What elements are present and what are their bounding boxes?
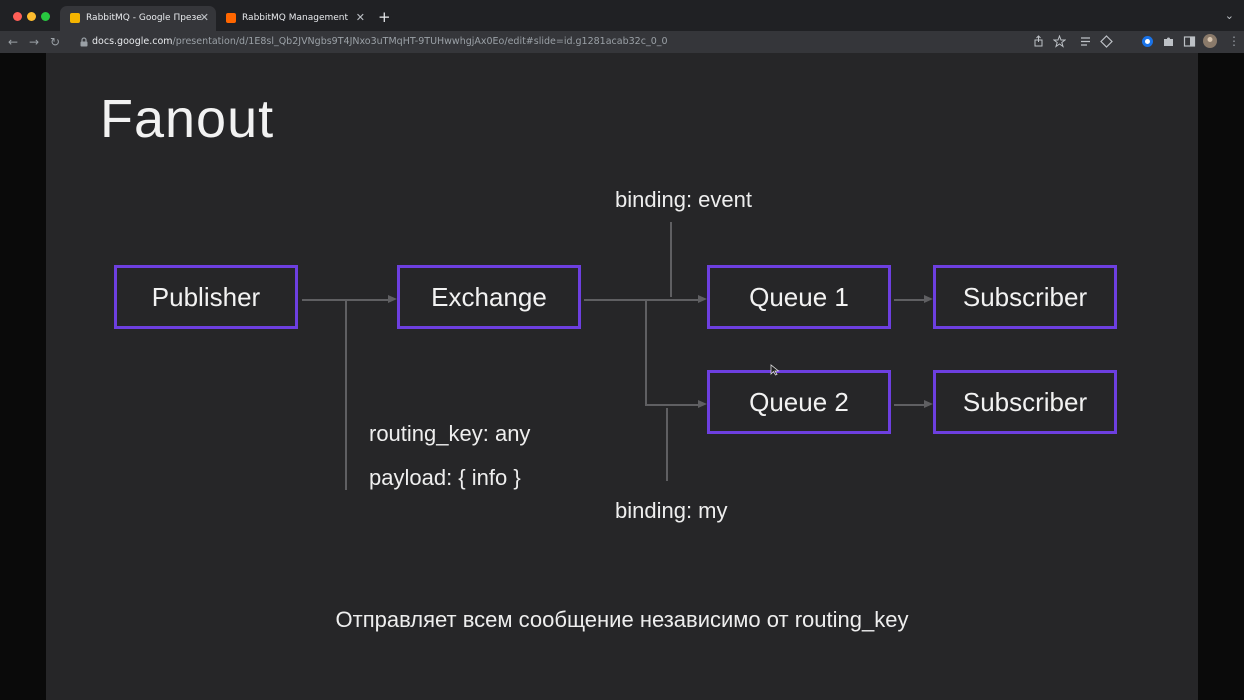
back-icon[interactable]: ← — [8, 35, 19, 49]
close-tab-icon[interactable]: ✕ — [199, 11, 209, 24]
arrow-head — [698, 400, 707, 408]
arrow-head — [924, 295, 933, 303]
minimize-window-button[interactable] — [27, 12, 36, 21]
mouse-cursor-icon — [770, 364, 780, 376]
publisher-box: Publisher — [114, 265, 298, 329]
profile-avatar[interactable] — [1203, 34, 1217, 48]
extension-blue-icon[interactable] — [1141, 35, 1154, 48]
tab-title: RabbitMQ Management — [242, 13, 349, 23]
maximize-window-button[interactable] — [41, 12, 50, 21]
google-slides-icon — [70, 13, 80, 23]
subscriber-2-box: Subscriber — [933, 370, 1117, 434]
connector-split-vertical — [645, 299, 647, 405]
side-panel-icon[interactable] — [1183, 35, 1196, 48]
url-text: docs.google.com/presentation/d/1E8sl_Qb2… — [92, 35, 668, 49]
queue-2-box: Queue 2 — [707, 370, 891, 434]
binding-event-leader — [670, 222, 672, 297]
tab-strip: RabbitMQ - Google Презентации ✕ RabbitMQ… — [0, 0, 1244, 31]
extension-icon[interactable] — [1100, 35, 1113, 48]
rabbitmq-icon — [226, 13, 236, 23]
puzzle-icon[interactable] — [1162, 35, 1175, 48]
lock-icon — [80, 37, 88, 47]
connector-split-queue2 — [645, 404, 698, 406]
connector-queue2-subscriber — [894, 404, 924, 406]
binding-my-leader — [666, 408, 668, 481]
subscriber-1-box: Subscriber — [933, 265, 1117, 329]
connector-exchange-split — [584, 299, 646, 301]
binding-event-label: binding: event — [615, 187, 752, 212]
browser-toolbar: ← → ↻ docs.google.com/presentation/d/1E8… — [0, 31, 1244, 53]
close-tab-icon[interactable]: ✕ — [355, 11, 365, 24]
reload-icon[interactable]: ↻ — [50, 35, 61, 49]
connector-routing-leader — [345, 299, 347, 490]
url-path: /presentation/d/1E8sl_Qb2JVNgbs9T4JNxo3u… — [172, 36, 668, 47]
menu-kebab-icon[interactable]: ⋮ — [1228, 34, 1240, 48]
share-icon[interactable] — [1032, 35, 1045, 48]
connector-split-queue1 — [646, 299, 698, 301]
arrow-head — [388, 295, 397, 303]
connector-queue1-subscriber — [894, 299, 924, 301]
arrow-head — [698, 295, 707, 303]
slide-title: Fanout — [100, 89, 275, 149]
tab-title: RabbitMQ - Google Презентации — [86, 13, 202, 23]
slide-caption: Отправляет всем сообщение независимо от … — [335, 607, 909, 632]
forward-icon[interactable]: → — [29, 35, 40, 49]
tab-rabbitmq-management[interactable]: RabbitMQ Management ✕ — [216, 6, 372, 31]
reading-list-icon[interactable] — [1079, 35, 1092, 48]
routing-key-label: routing_key: any — [369, 421, 531, 446]
exchange-box: Exchange — [397, 265, 581, 329]
arrow-head — [924, 400, 933, 408]
url-host: docs.google.com — [92, 36, 173, 47]
tab-google-slides[interactable]: RabbitMQ - Google Презентации ✕ — [60, 6, 216, 31]
slide: Fanout Publisher Exchange Queue 1 Subscr… — [46, 53, 1198, 700]
address-bar[interactable]: docs.google.com/presentation/d/1E8sl_Qb2… — [72, 33, 1072, 51]
payload-label: payload: { info } — [369, 465, 521, 490]
binding-my-label: binding: my — [615, 498, 728, 523]
new-tab-button[interactable]: + — [378, 8, 391, 26]
tab-search-chevron-icon[interactable]: ⌄ — [1224, 9, 1234, 22]
queue-1-box: Queue 1 — [707, 265, 891, 329]
bookmark-star-icon[interactable] — [1053, 35, 1066, 48]
close-window-button[interactable] — [13, 12, 22, 21]
slide-stage: Fanout Publisher Exchange Queue 1 Subscr… — [0, 53, 1244, 700]
